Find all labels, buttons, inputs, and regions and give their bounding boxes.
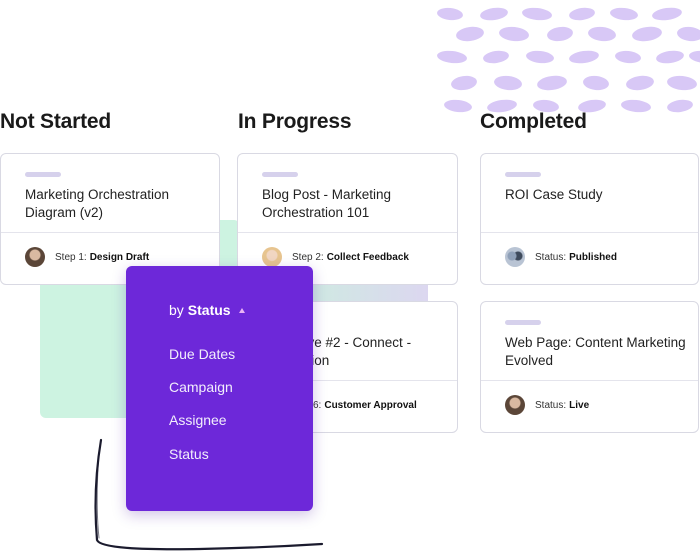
decorative-dot xyxy=(437,50,467,64)
card-step-value: Design Draft xyxy=(89,251,150,263)
decorative-dot xyxy=(487,99,517,113)
sort-dropdown-menu[interactable]: by Status Due Dates Campaign Assignee St… xyxy=(126,266,313,511)
caret-up-icon xyxy=(238,307,245,313)
card-divider xyxy=(1,232,219,233)
sort-option-campaign[interactable]: Campaign xyxy=(169,379,233,395)
decorative-dot xyxy=(610,7,638,21)
group-avatar xyxy=(505,247,525,267)
task-card[interactable]: ROI Case Study Status: Published xyxy=(480,153,699,285)
decorative-dot xyxy=(652,7,682,21)
sort-dropdown-toggle[interactable]: by Status xyxy=(169,302,245,318)
sort-option-assignee[interactable]: Assignee xyxy=(169,412,227,428)
column-title-not-started: Not Started xyxy=(0,110,111,133)
decorative-dot xyxy=(451,75,477,91)
card-divider xyxy=(238,232,457,233)
decorative-dots xyxy=(437,7,700,113)
decorative-dot xyxy=(621,99,651,113)
decorative-dot xyxy=(494,75,522,91)
sort-prefix: by xyxy=(169,302,184,318)
decorative-dot xyxy=(689,50,700,64)
decorative-dot xyxy=(632,26,662,42)
decorative-dot xyxy=(437,7,463,21)
decorative-dot xyxy=(667,99,693,113)
card-step-value: Customer Approval xyxy=(324,399,417,411)
decorative-dot xyxy=(569,7,595,21)
card-step-value: Collect Feedback xyxy=(326,251,409,263)
decorative-dot xyxy=(626,75,654,91)
column-title-completed: Completed xyxy=(480,110,587,133)
card-status-label: Status: xyxy=(535,251,567,263)
card-footer: Step 2: Collect Feedback xyxy=(262,246,451,268)
decorative-dot xyxy=(537,75,567,91)
card-status-label: Status: xyxy=(535,399,567,411)
card-accent-bar xyxy=(505,320,541,325)
decorative-dot xyxy=(677,26,700,42)
decorative-dot xyxy=(533,99,559,113)
card-status-value: Published xyxy=(569,251,617,263)
sort-option-status[interactable]: Status xyxy=(169,446,209,462)
card-step-label: Step 2: xyxy=(292,251,324,263)
card-accent-bar xyxy=(262,172,298,177)
decorative-dot xyxy=(526,50,554,64)
card-step-label: Step 1: xyxy=(55,251,87,263)
decorative-dot xyxy=(583,75,609,91)
decorative-dot xyxy=(483,50,509,64)
decorative-dot xyxy=(667,75,697,91)
card-divider xyxy=(481,380,698,381)
decorative-dot xyxy=(456,26,484,42)
card-footer: Status: Live xyxy=(505,394,692,416)
sort-selected-value: Status xyxy=(187,302,231,318)
card-title: Blog Post - Marketing Orchestration 101 xyxy=(262,187,392,220)
decorative-dot xyxy=(547,26,573,42)
card-accent-bar xyxy=(25,172,61,177)
task-card[interactable]: Web Page: Content Marketing Evolved Stat… xyxy=(480,301,699,433)
decorative-dot xyxy=(480,7,508,21)
card-step-label: 6: xyxy=(313,399,322,411)
decorative-dot xyxy=(444,99,472,113)
card-title: ROI Case Study xyxy=(505,187,603,202)
card-divider xyxy=(238,380,457,381)
card-divider xyxy=(481,232,698,233)
card-status-value: Live xyxy=(569,399,590,411)
card-footer: Status: Published xyxy=(505,246,692,268)
card-title-line: rsion xyxy=(300,353,330,368)
woman-avatar xyxy=(262,247,282,267)
sort-option-due-dates[interactable]: Due Dates xyxy=(169,346,236,362)
decorative-dot xyxy=(615,50,641,64)
man-avatar xyxy=(25,247,45,267)
decorative-strip xyxy=(310,285,428,303)
decorative-dot xyxy=(578,99,606,113)
card-title: Web Page: Content Marketing Evolved xyxy=(505,335,686,368)
card-footer: Step 1: Design Draft xyxy=(25,246,213,268)
decorative-dot xyxy=(569,50,599,64)
decorative-dot xyxy=(656,50,684,64)
card-title: Marketing Orchestration Diagram (v2) xyxy=(25,187,170,220)
decorative-dot xyxy=(522,7,552,21)
decorative-dot xyxy=(499,26,529,42)
decorative-dot xyxy=(588,26,616,42)
task-card[interactable]: Blog Post - Marketing Orchestration 101 … xyxy=(237,153,458,285)
man-avatar xyxy=(505,395,525,415)
card-accent-bar xyxy=(505,172,541,177)
card-title-line: ave #2 - Connect - xyxy=(300,335,412,350)
column-title-in-progress: In Progress xyxy=(238,110,352,133)
card-footer: 6: Customer Approval xyxy=(313,394,451,416)
task-card[interactable]: Marketing Orchestration Diagram (v2) Ste… xyxy=(0,153,220,285)
card-title: ave #2 - Connect - rsion xyxy=(300,334,447,370)
